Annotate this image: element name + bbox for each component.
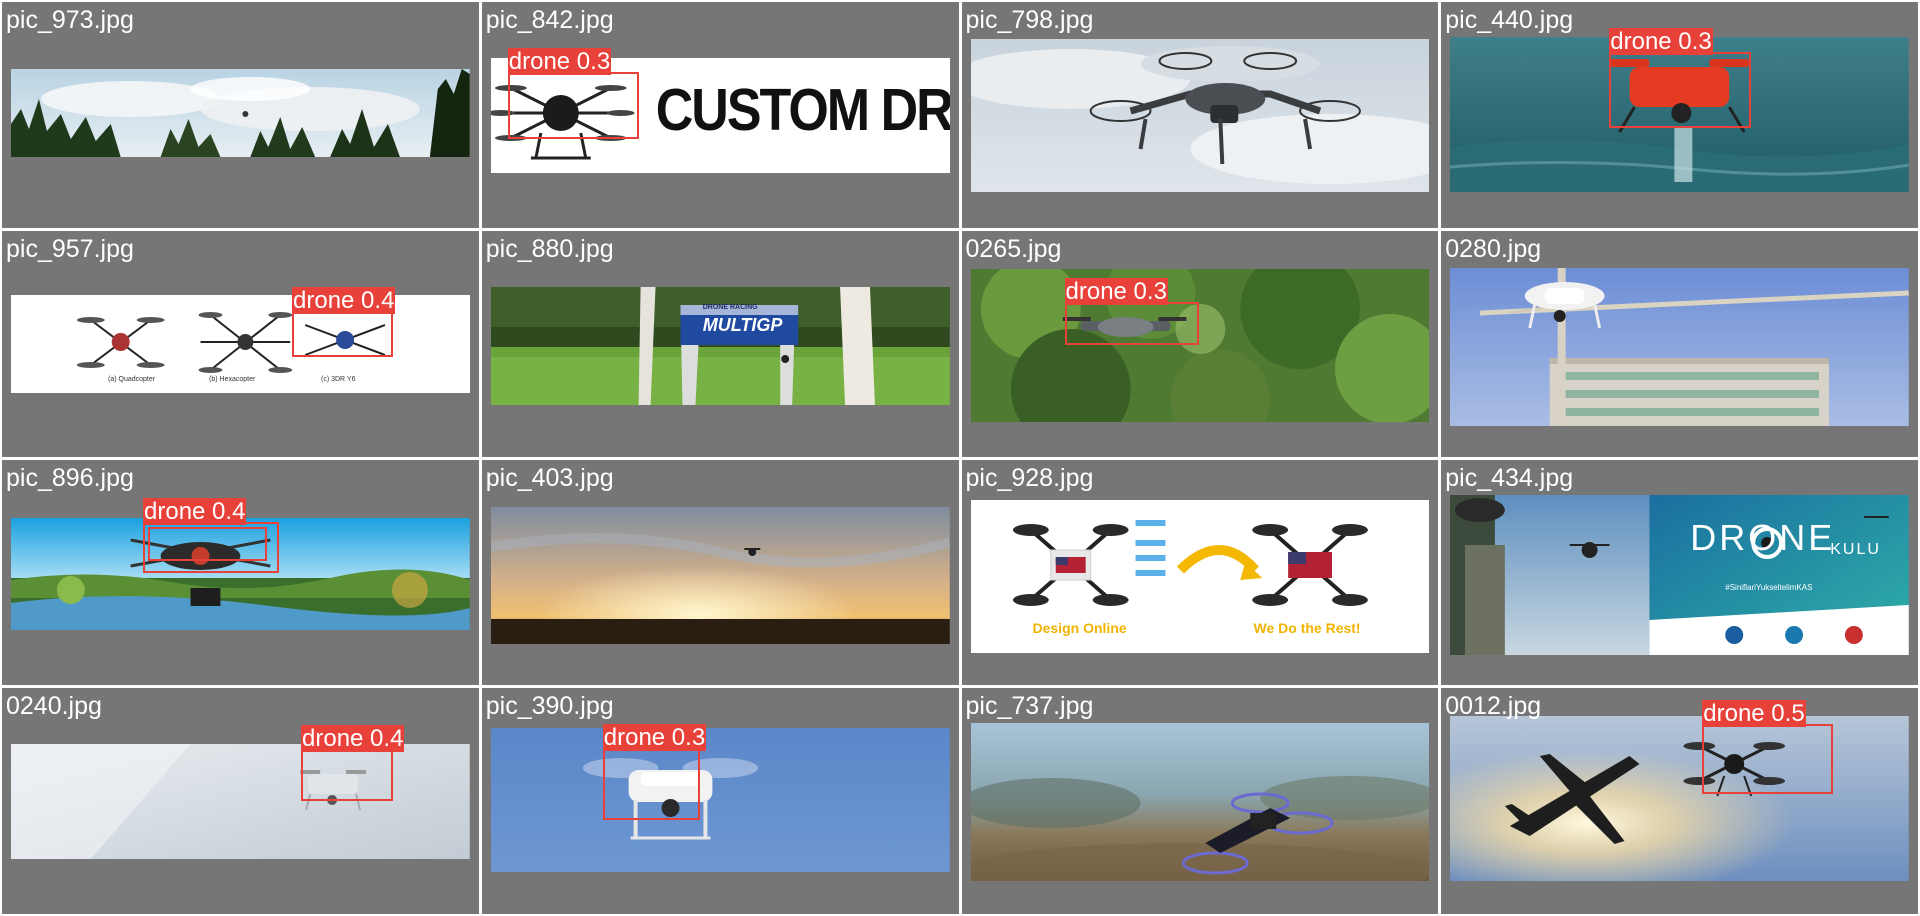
sunset-drone-image	[490, 506, 950, 644]
detection-label: drone 0.4	[143, 497, 247, 525]
brand-sub: KULU	[1830, 540, 1881, 558]
forest-drone-image	[970, 268, 1430, 422]
detection-label: drone 0.4	[301, 725, 405, 753]
filename-label: pic_896.jpg	[6, 463, 134, 492]
photo-crane-drone	[1450, 267, 1909, 426]
hashtag: #SiniflariYukseltelimKAS	[1725, 582, 1813, 592]
filename-label: 0240.jpg	[6, 692, 102, 721]
filename-label: pic_440.jpg	[1445, 6, 1574, 34]
cloudy-drone-image	[970, 39, 1430, 192]
image-tile: pic_928.jpg Design Online We Do th	[961, 459, 1439, 686]
filename-label: pic_928.jpg	[965, 463, 1094, 492]
photo-forest-drone	[970, 268, 1430, 422]
filename-label: 0012.jpg	[1445, 692, 1542, 721]
image-tile: pic_403.jpg	[481, 459, 959, 686]
filename-label: pic_842.jpg	[485, 6, 614, 34]
left-caption: Design Online	[1032, 619, 1127, 636]
crane-drone-image	[1450, 267, 1909, 426]
photo-blue-sky-phantom	[490, 728, 950, 873]
fpv-drone-image	[970, 723, 1430, 882]
image-tile: pic_434.jpg DRONE KUL	[1441, 459, 1918, 686]
photo-race-gate: DRONE RACING MULTIGP	[490, 286, 950, 405]
plane-sun-image	[1450, 716, 1909, 882]
white-sky-drone-image	[11, 744, 470, 860]
diagram-caption: (a) Quadcopter	[108, 375, 156, 383]
filename-label: pic_390.jpg	[485, 692, 614, 721]
right-caption: We Do the Rest!	[1253, 619, 1361, 636]
image-tile: 0280.jpg	[1441, 230, 1918, 457]
photo-sky-trees	[11, 69, 470, 157]
detection-box	[301, 749, 393, 802]
filename-label: pic_957.jpg	[6, 234, 134, 263]
detection-box-secondary	[148, 526, 267, 561]
brand-main: DRONE	[1690, 516, 1836, 558]
image-tile: pic_880.jpg DRONE RACING MULTIGP	[481, 230, 959, 457]
filename-label: pic_403.jpg	[485, 463, 614, 492]
detection-box	[1609, 52, 1752, 128]
image-tile: 0012.jpg drone 0.5	[1441, 688, 1918, 914]
detection-label: drone 0.3	[1064, 277, 1168, 305]
detection-label: drone 0.4	[292, 286, 396, 314]
water-drone-image	[1450, 37, 1909, 192]
gate-subtext: DRONE RACING	[702, 303, 758, 311]
photo-design-online: Design Online We Do the Rest!	[970, 499, 1430, 653]
design-online-graphic	[970, 499, 1430, 653]
photo-drone-okulu: DRONE KULU #SiniflariYukseltelimKAS	[1450, 494, 1909, 655]
image-tile: pic_842.jpg CUSTOM DRONES drone 0.3	[481, 2, 959, 228]
photo-lake-drone	[11, 517, 470, 630]
photo-sunset-drone	[490, 506, 950, 644]
detection-box	[292, 310, 393, 357]
image-tile: 0240.jpg drone 0.4	[2, 688, 479, 914]
detection-label: drone 0.3	[1609, 28, 1713, 55]
banner-text: CUSTOM DRONES	[655, 77, 950, 144]
image-tile: pic_896.jpg drone 0.4	[2, 459, 479, 686]
detection-box	[602, 748, 700, 821]
image-tile: 0265.jpg drone 0.3	[961, 230, 1439, 457]
detection-label: drone 0.5	[1702, 700, 1806, 728]
photo-fpv-drone	[970, 723, 1430, 882]
lake-drone-image	[11, 517, 470, 630]
detection-label: drone 0.3	[507, 48, 612, 75]
image-tile: pic_390.jpg drone 0.3	[481, 688, 959, 914]
filename-label: pic_737.jpg	[965, 692, 1094, 721]
photo-water-drone	[1450, 37, 1909, 192]
image-tile: pic_798.jpg	[961, 2, 1439, 228]
gate-text: MULTIGP	[702, 314, 783, 335]
image-tile: pic_957.jpg (a)	[2, 230, 479, 457]
filename-label: pic_973.jpg	[6, 6, 134, 34]
photo-white-sky-drone	[11, 744, 470, 860]
photo-drone-diagram: (a) Quadcopter (b) Hexacopter (c) 3DR Y6	[11, 294, 470, 393]
race-gate-image	[490, 286, 950, 405]
detection-box	[507, 72, 639, 139]
image-tile: pic_440.jpg drone 0.3	[1441, 2, 1918, 228]
photo-cloudy-drone	[970, 39, 1430, 192]
image-tile: pic_973.jpg	[2, 2, 479, 228]
image-tile: pic_737.jpg	[961, 688, 1439, 914]
filename-label: pic_798.jpg	[965, 6, 1094, 34]
filename-label: 0265.jpg	[965, 234, 1062, 263]
diagram-caption: (c) 3DR Y6	[321, 375, 356, 383]
detection-label: drone 0.3	[602, 724, 707, 752]
drone-okulu-graphic	[1450, 494, 1909, 655]
blue-sky-phantom-image	[490, 728, 950, 873]
filename-label: pic_880.jpg	[485, 234, 614, 263]
detection-box	[1702, 724, 1834, 795]
filename-label: pic_434.jpg	[1445, 463, 1574, 492]
sky-trees-image	[11, 69, 470, 157]
diagram-caption: (b) Hexacopter	[209, 375, 256, 383]
detection-box	[1064, 301, 1199, 345]
photo-plane-sun	[1450, 716, 1909, 882]
filename-label: 0280.jpg	[1445, 234, 1542, 263]
